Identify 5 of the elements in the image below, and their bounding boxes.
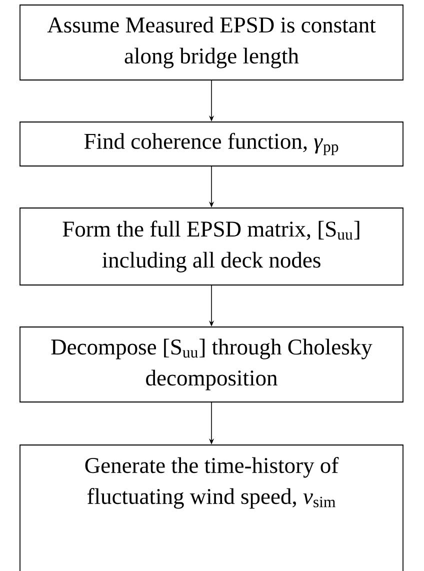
process-box: Generate the time-history of fluctuating wind speed, v$_{sim}$ [20, 444, 404, 571]
process-box: Assume Measured EPSD is constant along bridge length [20, 4, 404, 80]
process-box: Form the full EPSD matrix, [S$_{uu}$] including all deck nodes [20, 208, 404, 286]
process-box: Decompose [S$_{uu}$] through Cholesky decomposition [20, 326, 404, 402]
process-box: Find coherence function, γ$_{pp}$ [20, 122, 404, 166]
